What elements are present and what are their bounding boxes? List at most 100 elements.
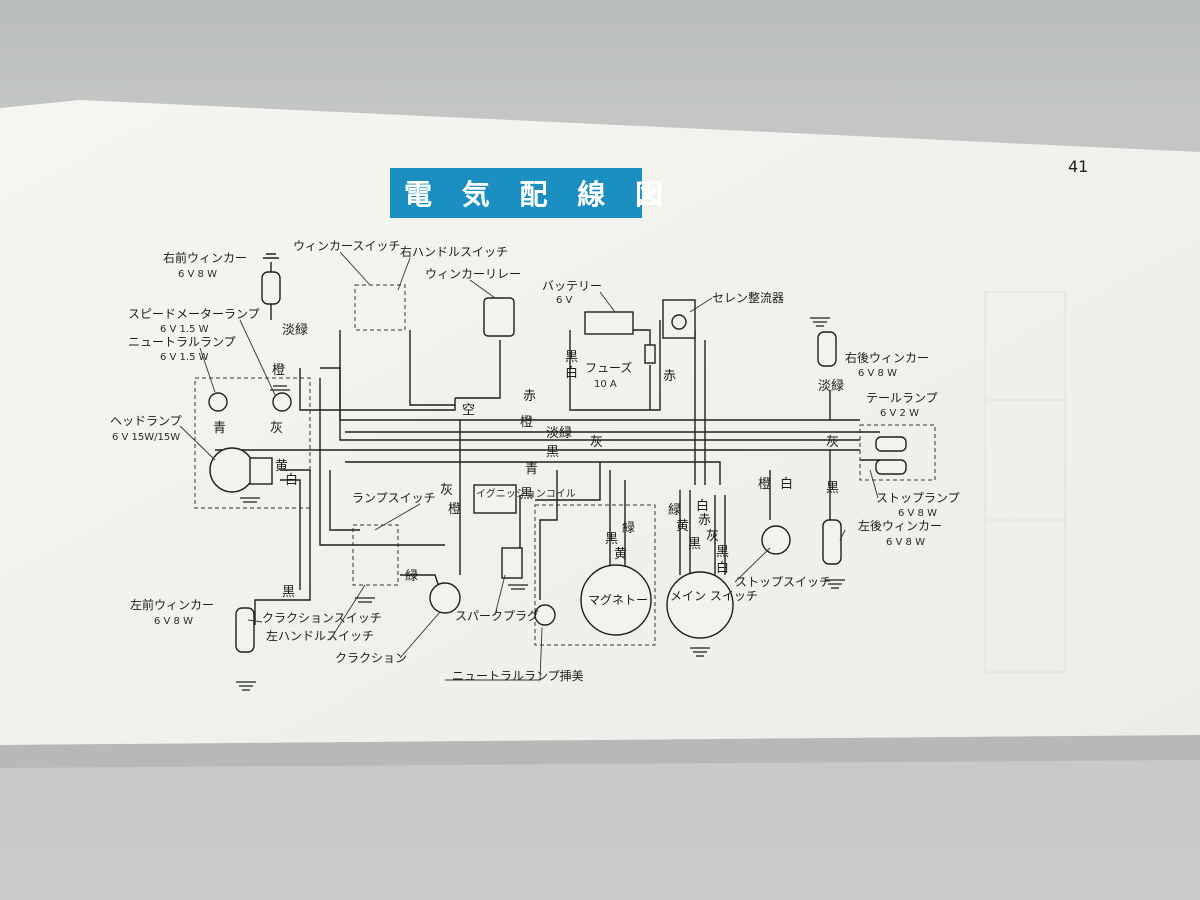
spec-tail-lamp: 6 V 2 W xyxy=(880,408,919,419)
spec-front-right-winker: 6 V 8 W xyxy=(178,269,217,280)
speedometer-lamp-icon xyxy=(208,392,228,412)
wc-black-3: 黒 xyxy=(520,487,533,502)
label-front-right-winker: 右前ウィンカー xyxy=(163,250,247,265)
ground-symbols xyxy=(236,317,845,691)
label-neutral-lamp: ニュートラルランプ xyxy=(128,335,236,349)
wc-red-1: 赤 xyxy=(523,389,536,404)
wc-yellow-2: 黄 xyxy=(614,547,627,562)
magneto-icon xyxy=(580,564,652,636)
label-stop-lamp: ストップランプ xyxy=(876,491,960,505)
dashed-enclosures xyxy=(194,284,936,646)
label-speedometer-lamp: スピードメーターランプ xyxy=(128,307,260,321)
wc-blue-2: 青 xyxy=(525,462,538,477)
spec-stop-lamp: 6 V 8 W xyxy=(898,508,937,519)
wc-black-6: 黒 xyxy=(605,532,618,547)
wc-orange-1: 橙 xyxy=(272,363,285,378)
wc-black-7: 黒 xyxy=(688,537,701,552)
label-spark-plug: スパークプラグ xyxy=(455,609,539,623)
wc-gray-4: 灰 xyxy=(826,435,839,450)
stop-switch-icon xyxy=(761,525,791,555)
leader-lines xyxy=(179,251,879,681)
wc-sky: 空 xyxy=(462,403,475,418)
wc-white-3: 白 xyxy=(780,476,793,492)
spec-fuse: 10 A xyxy=(594,379,617,390)
front-right-winker-icon xyxy=(261,271,281,305)
wc-orange-2: 橙 xyxy=(448,502,461,517)
label-lamp-switch: ランプスイッチ xyxy=(352,491,436,505)
rear-left-winker-icon xyxy=(822,519,842,565)
wc-gray-1: 灰 xyxy=(270,421,283,436)
spec-battery: 6 V xyxy=(556,295,573,306)
tail-lamp-icon xyxy=(875,436,907,452)
label-headlamp: ヘッドランプ xyxy=(110,414,182,428)
spec-headlamp: 6 V 15W/15W xyxy=(112,432,180,443)
label-tail-lamp: テールランプ xyxy=(866,391,938,405)
wc-black-1: 黒 xyxy=(282,585,295,600)
spec-front-left-winker: 6 V 8 W xyxy=(154,616,193,627)
wc-red-3: 赤 xyxy=(698,513,711,528)
wc-gray-2: 灰 xyxy=(440,483,453,498)
wc-yellow-1: 黄 xyxy=(275,459,288,474)
battery-icon xyxy=(584,311,634,335)
ignition-coil-icon xyxy=(473,484,517,514)
label-selenium-rectifier: セレン整流器 xyxy=(712,290,784,305)
label-horn-switch: クラクションスイッチ xyxy=(262,611,382,625)
spec-neutral-lamp: 6 V 1.5 W xyxy=(160,352,209,363)
component-symbols xyxy=(208,253,907,653)
wc-orange-3: 橙 xyxy=(520,415,533,430)
label-fuse: フューズ xyxy=(585,360,632,375)
wires xyxy=(215,320,880,625)
label-left-handle-switch: 左ハンドルスイッチ xyxy=(266,628,374,643)
label-ignition-coil: イグニッションコイル xyxy=(476,487,576,500)
wc-white-4: 白 xyxy=(696,498,709,514)
wc-blue-1: 青 xyxy=(213,421,226,436)
wire-color-labels: 淡緑 橙 青 灰 黄 白 黒 緑 灰 橙 空 赤 橙 淡緑 灰 黒 青 黒 黒 … xyxy=(213,323,844,600)
wc-gray-3: 灰 xyxy=(590,435,603,450)
label-main-switch: メイン スイッチ xyxy=(670,589,758,603)
neutral-lamp-icon xyxy=(272,392,292,412)
page-shadow xyxy=(0,735,1200,768)
wc-white-2: 白 xyxy=(565,365,578,381)
title-banner xyxy=(390,168,642,218)
fuse-icon xyxy=(644,344,656,364)
wc-green-3: 緑 xyxy=(668,503,681,518)
label-winker-relay: ウィンカーリレー xyxy=(425,267,521,281)
wc-black-5: 黒 xyxy=(826,481,839,496)
wc-gray-5: 灰 xyxy=(706,529,719,544)
horn-icon xyxy=(429,582,461,614)
wc-light-green-2: 淡緑 xyxy=(546,426,572,441)
label-neutral-lamp-plug: ニュートラルランプ挿美 xyxy=(452,669,584,683)
wc-light-green-3: 淡緑 xyxy=(818,379,844,394)
spec-rear-right-winker: 6 V 8 W xyxy=(858,368,897,379)
wc-black-2: 黒 xyxy=(546,445,559,460)
rear-right-winker-icon xyxy=(817,331,837,367)
label-magneto: マグネトー xyxy=(588,593,648,607)
component-labels: 右前ウィンカー 6 V 8 W ウィンカースイッチ 右ハンドルスイッチ ウィンカ… xyxy=(110,239,960,683)
wc-green-2: 緑 xyxy=(622,521,635,536)
wc-light-green-1: 淡緑 xyxy=(282,323,308,338)
wc-white-5: 白 xyxy=(716,560,729,576)
wc-black-4: 黒 xyxy=(565,350,578,365)
background-grid xyxy=(984,291,1066,673)
wc-yellow-3: 黄 xyxy=(676,519,689,534)
label-rear-left-winker: 左後ウィンカー xyxy=(858,518,942,533)
spark-plug-icon xyxy=(501,547,523,579)
wc-orange-4: 橙 xyxy=(758,477,771,492)
wc-red-2: 赤 xyxy=(663,369,676,384)
label-winker-switch: ウィンカースイッチ xyxy=(293,239,400,253)
winker-relay-icon xyxy=(483,297,515,337)
label-front-left-winker: 左前ウィンカー xyxy=(130,597,214,612)
label-rear-right-winker: 右後ウィンカー xyxy=(845,350,929,365)
neutral-plug-icon xyxy=(534,604,556,626)
stop-lamp-icon xyxy=(875,459,907,475)
diagram-title: 電 気 配 線 図 xyxy=(404,178,673,211)
label-right-handle-switch: 右ハンドルスイッチ xyxy=(400,244,508,259)
wc-green-1: 緑 xyxy=(405,569,418,584)
wc-white-1: 白 xyxy=(285,472,298,488)
label-battery: バッテリー xyxy=(542,279,602,293)
spec-speedometer-lamp: 6 V 1.5 W xyxy=(160,324,209,335)
front-left-winker-icon xyxy=(235,607,255,653)
spec-rear-left-winker: 6 V 8 W xyxy=(886,537,925,548)
main-switch-icon xyxy=(666,571,734,639)
